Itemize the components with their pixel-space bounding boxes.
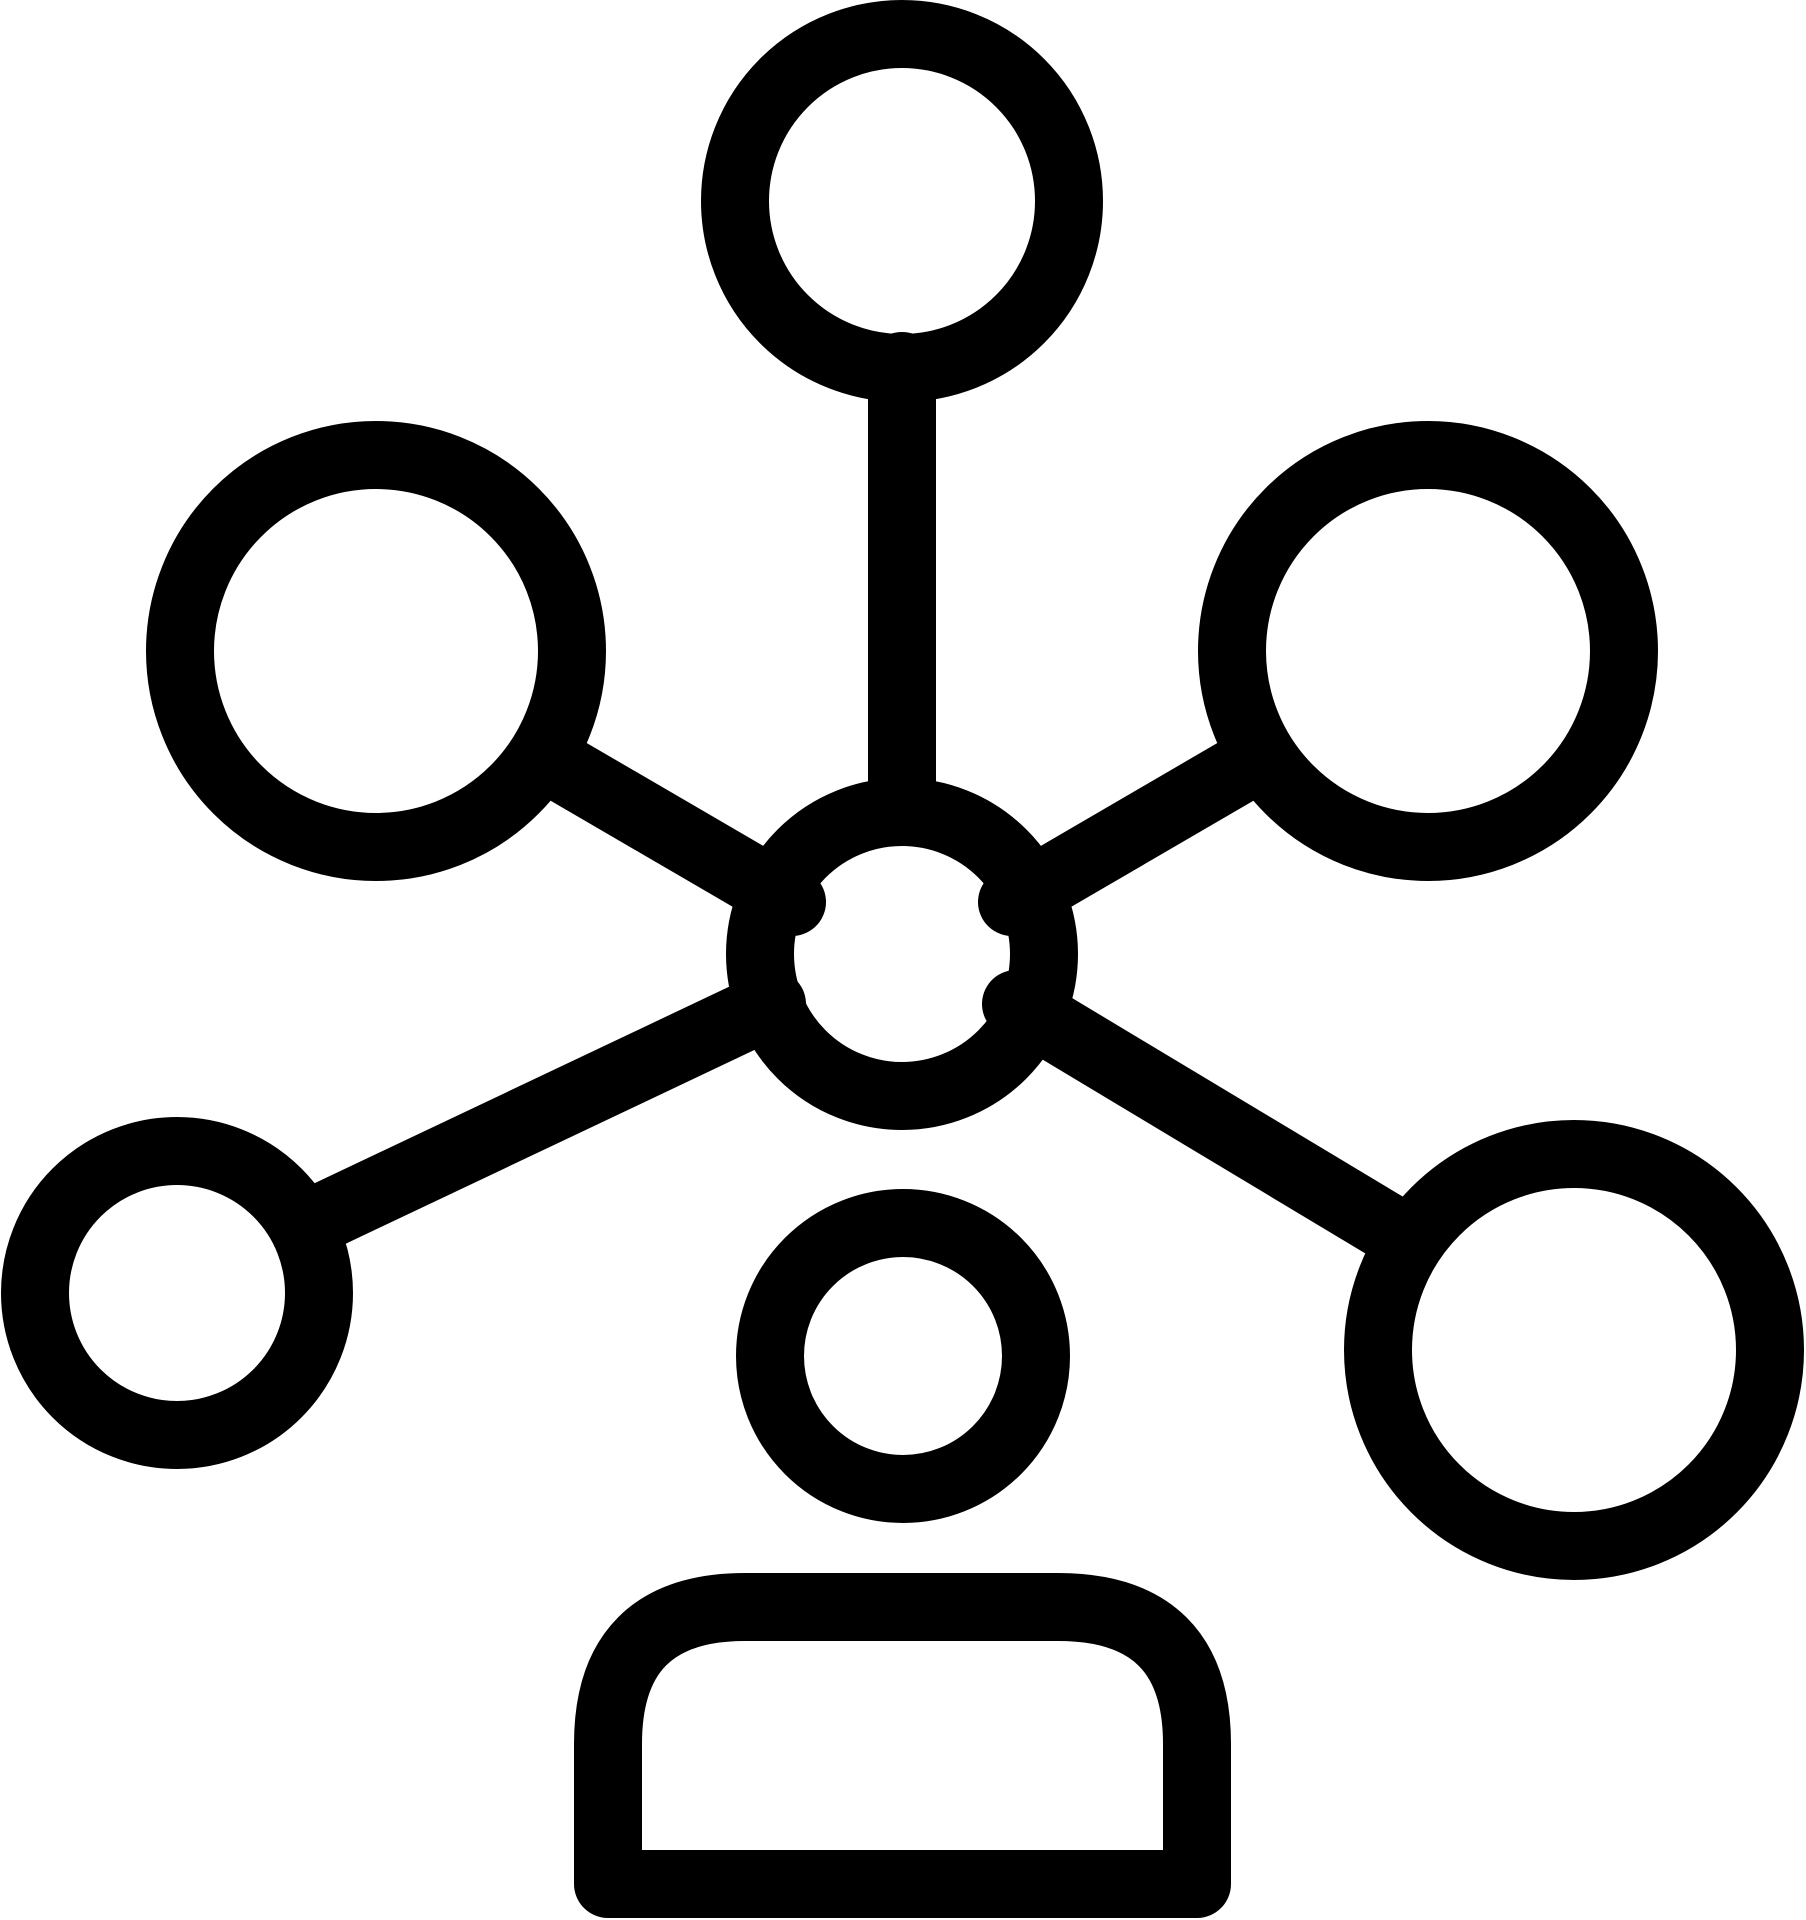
person-head — [736, 1189, 1070, 1523]
node-center — [726, 778, 1078, 1130]
node-top — [701, 0, 1103, 402]
node-lower-left — [1, 1117, 353, 1469]
person-body — [574, 1573, 1231, 1918]
node-lower-right — [1344, 1120, 1804, 1580]
node-upper-right — [1198, 421, 1658, 881]
link-line-lower-right — [982, 970, 1443, 1274]
node-upper-left — [146, 421, 606, 881]
link-line-lower-left — [274, 970, 806, 1258]
